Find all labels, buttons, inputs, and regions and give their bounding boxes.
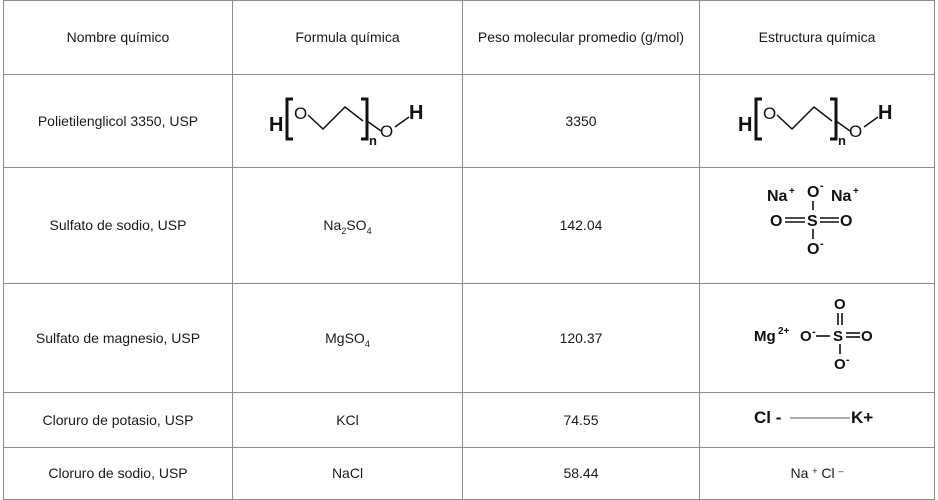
table-row-sodium-sulfate: Sulfato de sodio, USP Na2SO4 142.04 Na +…	[3, 167, 935, 284]
peg-s-n: n	[838, 133, 846, 148]
nacl-na-charge: +	[812, 466, 818, 476]
cell-weight-sodium-sulfate: 142.04	[462, 167, 700, 284]
potassium-chloride-structure: Cl - K+	[754, 408, 873, 427]
mg-o-top: O	[834, 296, 846, 313]
cell-name-potassium-chloride: Cloruro de potasio, USP	[3, 392, 233, 448]
peg-o-right: O	[380, 122, 393, 141]
peg-s-h-right: H	[878, 102, 892, 124]
peg-bond-right	[366, 120, 381, 132]
na-right-charge: +	[853, 186, 859, 197]
mg-ion-charge: 2+	[778, 326, 790, 337]
peg-s-bond-h	[863, 116, 879, 128]
formula-sub-4: 4	[366, 226, 372, 236]
formula-sub-2: 2	[341, 226, 347, 236]
sodium-sulfate-structure: Na + O - Na + O S O O -	[767, 180, 859, 258]
na-right: Na	[831, 188, 852, 205]
cell-weight-sodium-chloride: 58.44	[462, 447, 700, 500]
peg-s-chain	[776, 106, 833, 131]
table-row-potassium-chloride: Cloruro de potasio, USP KCl 74.55 Cl - K…	[3, 392, 935, 448]
kcl-k: K+	[851, 408, 873, 427]
header-chemical-formula: Formula química	[232, 0, 463, 75]
cell-name-peg: Polietilenglicol 3350, USP	[3, 74, 233, 168]
nacl-cl: Cl	[821, 465, 835, 481]
cell-structure-peg: H O n O H	[699, 74, 935, 168]
formula-part-mgso: MgSO	[325, 329, 365, 346]
table-row-peg: Polietilenglicol 3350, USP H O n O H 335…	[3, 74, 935, 168]
magnesium-sulfate-structure: O Mg 2+ O - S O O -	[754, 296, 873, 373]
table-row-sodium-chloride: Cloruro de sodio, USP NaCl 58.44 Na + Cl…	[3, 447, 935, 500]
peg-bracket-right	[360, 97, 368, 141]
cell-formula-potassium-chloride: KCl	[232, 392, 463, 448]
cell-formula-sodium-chloride: NaCl	[232, 447, 463, 500]
cell-structure-potassium-chloride: Cl - K+	[699, 392, 935, 448]
o-right: O	[840, 213, 852, 230]
chemical-composition-table: Nombre químico Formula química Peso mole…	[3, 0, 935, 500]
na-left: Na	[767, 188, 788, 205]
peg-s-bracket-left	[754, 97, 762, 141]
peg-formula-structure: H O n O H	[269, 97, 423, 148]
cell-structure-sodium-chloride: Na + Cl –	[699, 447, 935, 500]
cell-formula-magnesium-sulfate: MgSO4	[232, 283, 463, 393]
mg-o-bottom-charge: -	[846, 354, 850, 366]
cell-weight-potassium-chloride: 74.55	[462, 392, 700, 448]
mg-o-bottom: O	[834, 356, 846, 373]
peg-s-h-left: H	[738, 114, 752, 136]
peg-o-left: O	[294, 104, 307, 123]
peg-h-left: H	[269, 114, 283, 136]
na-left-charge: +	[789, 186, 795, 197]
cell-weight-peg: 3350	[462, 74, 700, 168]
cell-name-sodium-chloride: Cloruro de sodio, USP	[3, 447, 233, 500]
nacl-cl-charge: –	[838, 466, 844, 476]
table-row-magnesium-sulfate: Sulfato de magnesio, USP MgSO4 120.37 O …	[3, 283, 935, 393]
mg-sulfur: S	[833, 328, 843, 345]
cell-weight-magnesium-sulfate: 120.37	[462, 283, 700, 393]
o-top: O	[807, 184, 819, 201]
nacl-na: Na	[790, 465, 809, 481]
peg-s-bracket-right	[830, 97, 838, 141]
peg-n: n	[369, 133, 377, 148]
table-header-row: Nombre químico Formula química Peso mole…	[3, 0, 935, 75]
peg-structure: H O n O H	[738, 97, 892, 148]
peg-bond-h	[394, 116, 409, 128]
o-bottom-charge: -	[820, 238, 824, 250]
o-top-charge: -	[820, 181, 824, 192]
cell-structure-sodium-sulfate: Na + O - Na + O S O O -	[699, 167, 935, 284]
mg-o-left-charge: -	[812, 326, 816, 338]
formula-na2so4: Na2SO4	[323, 217, 372, 236]
header-chemical-structure: Estructura química	[699, 0, 935, 75]
cell-structure-magnesium-sulfate: O Mg 2+ O - S O O -	[699, 283, 935, 393]
cell-name-sodium-sulfate: Sulfato de sodio, USP	[3, 167, 233, 284]
mg-o-right: O	[861, 328, 873, 345]
formula-part-so: SO	[346, 217, 367, 233]
header-molecular-weight: Peso molecular promedio (g/mol)	[462, 0, 700, 75]
o-bottom: O	[807, 241, 819, 258]
peg-s-o-left: O	[763, 104, 776, 123]
formula-part-na: Na	[323, 217, 342, 233]
cell-formula-sodium-sulfate: Na2SO4	[232, 167, 463, 284]
peg-s-o-right: O	[849, 122, 862, 141]
cell-formula-peg: H O n O H	[232, 74, 463, 168]
nacl-structure: Na + Cl –	[790, 465, 843, 481]
mg-o-left: O	[800, 328, 812, 345]
mg-ion: Mg	[754, 328, 776, 345]
formula-sub-4b: 4	[364, 338, 370, 349]
cell-name-magnesium-sulfate: Sulfato de magnesio, USP	[3, 283, 233, 393]
sulfur: S	[807, 213, 818, 230]
kcl-cl: Cl -	[754, 408, 781, 427]
peg-bracket-left	[285, 97, 293, 141]
peg-chain	[306, 106, 363, 131]
header-chemical-name: Nombre químico	[3, 0, 233, 75]
peg-h-right: H	[409, 102, 423, 124]
peg-s-bond-right	[835, 120, 851, 132]
o-left: O	[770, 213, 782, 230]
formula-mgso4: MgSO4	[325, 329, 370, 349]
